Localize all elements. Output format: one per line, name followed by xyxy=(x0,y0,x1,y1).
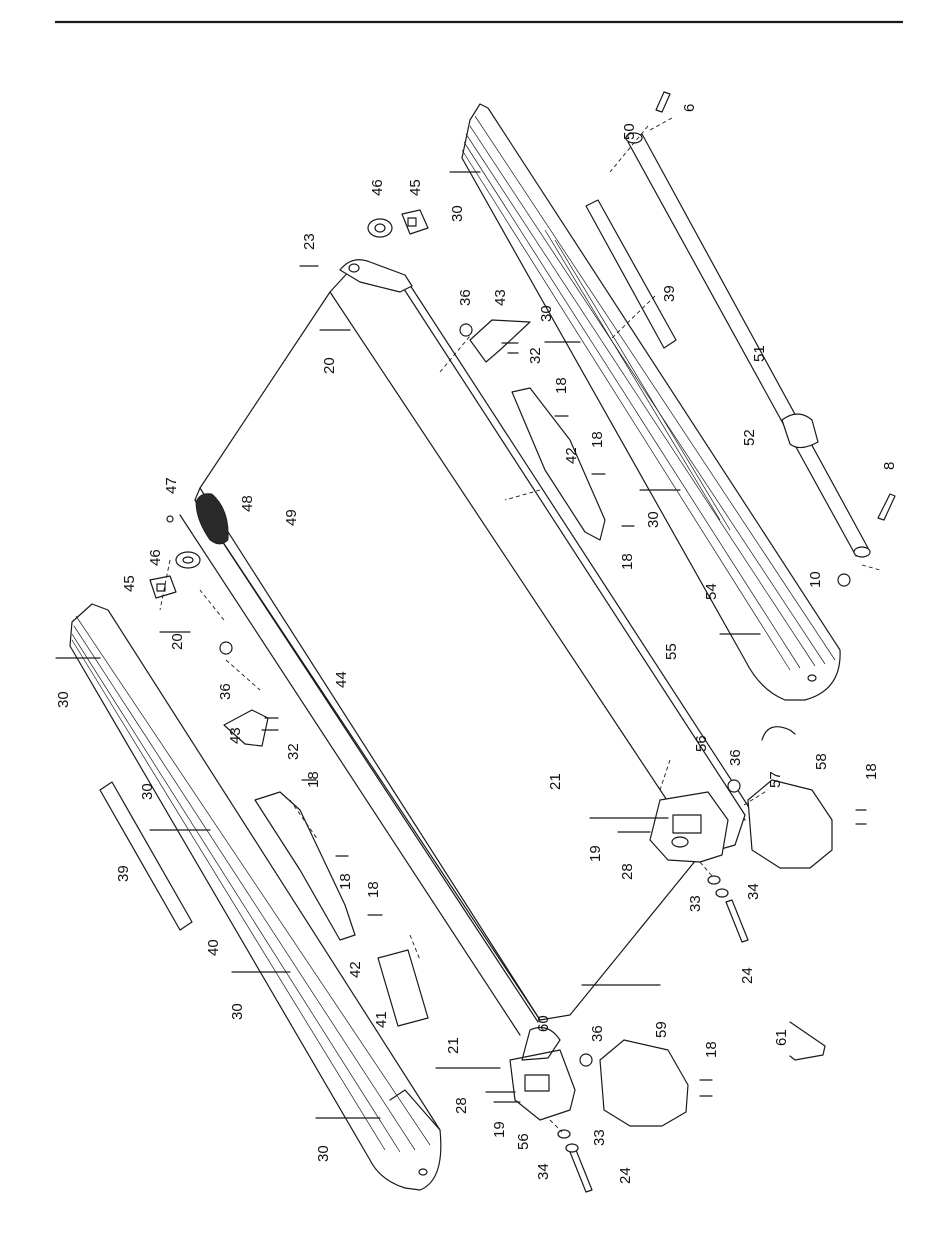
nut-36-a xyxy=(460,324,472,336)
bolt-24-right xyxy=(726,900,748,942)
label-6: 6 xyxy=(681,104,698,112)
label-18-b: 18 xyxy=(589,431,606,448)
label-45-b: 45 xyxy=(121,575,138,592)
label-44: 44 xyxy=(333,671,350,688)
label-39-a: 39 xyxy=(661,285,678,302)
label-61: 61 xyxy=(773,1029,790,1046)
label-47: 47 xyxy=(163,477,180,494)
label-56-a: 56 xyxy=(693,735,710,752)
label-42-b: 42 xyxy=(347,961,364,978)
label-19-a: 19 xyxy=(587,845,604,862)
label-28-a: 28 xyxy=(619,863,636,880)
bolt-8 xyxy=(878,494,895,520)
label-21-a: 21 xyxy=(547,773,564,790)
washer-33-left xyxy=(558,1130,570,1138)
label-19-b: 19 xyxy=(491,1121,508,1138)
label-20-b: 20 xyxy=(169,633,186,650)
label-21-b: 21 xyxy=(445,1037,462,1054)
label-33-b: 33 xyxy=(591,1129,608,1146)
nut-10 xyxy=(838,574,850,586)
label-50: 50 xyxy=(621,123,638,140)
label-34-b: 34 xyxy=(535,1163,552,1180)
label-36-b: 36 xyxy=(217,683,234,700)
label-43-a: 43 xyxy=(492,289,509,306)
nut-36-b xyxy=(220,642,232,654)
label-46-a: 46 xyxy=(369,179,386,196)
label-60: 60 xyxy=(535,1015,552,1032)
label-30-b: 30 xyxy=(538,305,555,322)
label-51: 51 xyxy=(751,345,768,362)
label-30-g: 30 xyxy=(315,1145,332,1162)
label-43-b: 43 xyxy=(227,727,244,744)
label-10: 10 xyxy=(807,571,824,588)
label-18-d: 18 xyxy=(863,763,880,780)
right-hood xyxy=(748,780,832,868)
washer-34-right xyxy=(716,889,728,897)
label-30-d: 30 xyxy=(55,691,72,708)
label-36-c: 36 xyxy=(727,749,744,766)
label-28-b: 28 xyxy=(453,1097,470,1114)
label-59: 59 xyxy=(653,1021,670,1038)
label-24-a: 24 xyxy=(739,967,756,984)
label-18-f: 18 xyxy=(337,873,354,890)
label-55: 55 xyxy=(663,643,680,660)
label-58: 58 xyxy=(813,753,830,770)
label-8: 8 xyxy=(881,462,898,470)
label-41: 41 xyxy=(373,1011,390,1028)
label-34-a: 34 xyxy=(745,883,762,900)
bolt-24-left xyxy=(570,1150,592,1192)
label-52: 52 xyxy=(741,429,758,446)
label-36-a: 36 xyxy=(457,289,474,306)
bolt-6 xyxy=(656,92,670,112)
label-20-a: 20 xyxy=(321,357,338,374)
washer-34-left xyxy=(566,1144,578,1152)
rear-bracket-right xyxy=(470,320,530,362)
label-39-b: 39 xyxy=(115,865,132,882)
label-56-b: 56 xyxy=(515,1133,532,1150)
label-36-d: 36 xyxy=(589,1025,606,1042)
label-18-h: 18 xyxy=(703,1041,720,1058)
label-49: 49 xyxy=(283,509,300,526)
left-hood xyxy=(600,1040,688,1126)
label-30-c: 30 xyxy=(645,511,662,528)
front-roller xyxy=(176,494,228,568)
label-54: 54 xyxy=(703,583,720,600)
label-30-f: 30 xyxy=(229,1003,246,1020)
label-23: 23 xyxy=(301,233,318,250)
label-32-a: 32 xyxy=(527,347,544,364)
label-18-g: 18 xyxy=(365,881,382,898)
label-45-a: 45 xyxy=(407,179,424,196)
left-front-bracket xyxy=(510,1028,575,1120)
label-57: 57 xyxy=(767,771,784,788)
label-24-b: 24 xyxy=(617,1167,634,1184)
label-32-b: 32 xyxy=(285,743,302,760)
washer-33-right xyxy=(708,876,720,884)
label-48: 48 xyxy=(239,495,256,512)
label-18-e: 18 xyxy=(305,771,322,788)
label-30-e: 30 xyxy=(139,783,156,800)
ground-wire xyxy=(762,727,795,740)
label-18-c: 18 xyxy=(619,553,636,570)
label-18-a: 18 xyxy=(553,377,570,394)
label-46-b: 46 xyxy=(147,549,164,566)
nut-36-d xyxy=(580,1054,592,1066)
label-42-a: 42 xyxy=(563,447,580,464)
nut-36-c xyxy=(728,780,740,792)
label-33-a: 33 xyxy=(687,895,704,912)
allen-wrench xyxy=(790,1022,825,1060)
label-40: 40 xyxy=(205,939,222,956)
label-30-a: 30 xyxy=(449,205,466,222)
